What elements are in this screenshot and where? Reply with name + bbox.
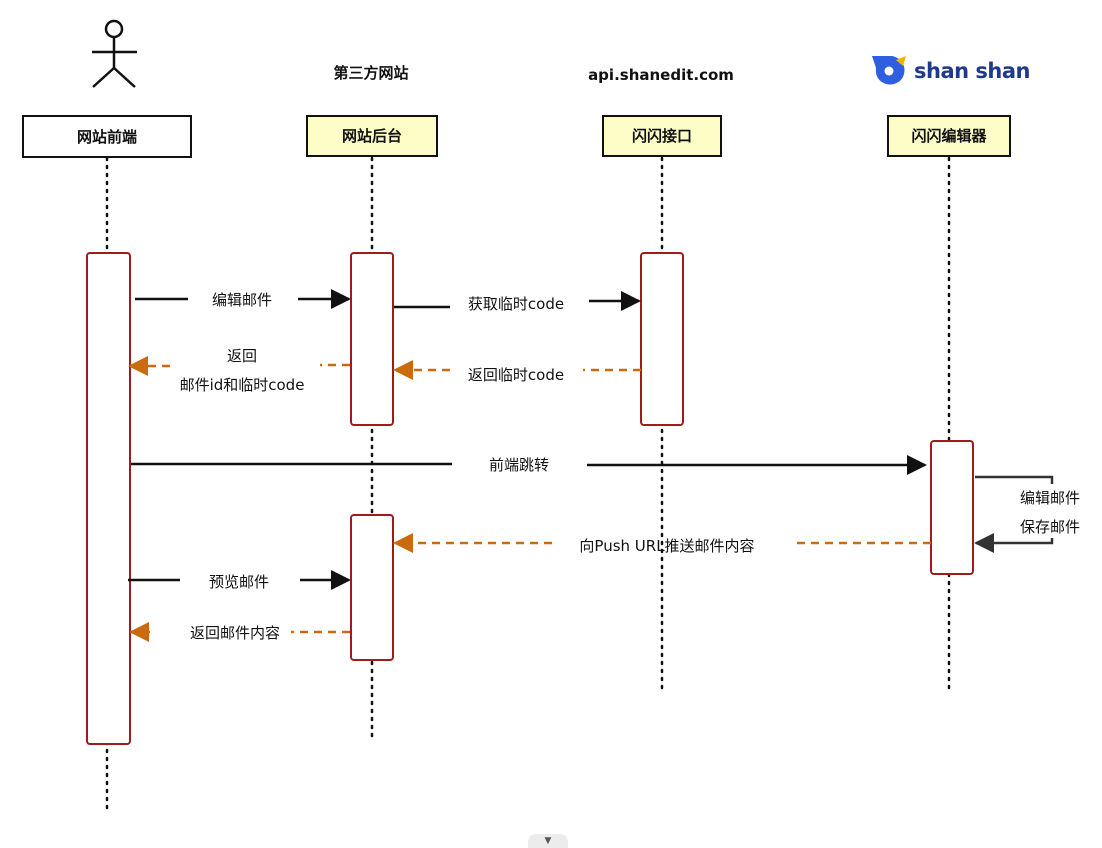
participant-backend: 网站后台 bbox=[306, 115, 438, 157]
shanshan-logo-icon bbox=[872, 56, 906, 85]
chevron-down-icon: ▼ bbox=[544, 836, 552, 846]
scroll-handle[interactable]: ▼ bbox=[528, 834, 568, 848]
participant-label-backend: 网站后台 bbox=[342, 127, 402, 145]
stick-figure-user-icon bbox=[92, 19, 137, 88]
message-return-temp-code: 返回临时code bbox=[393, 360, 641, 384]
message-get-temp-code: 获取临时code bbox=[394, 291, 641, 313]
activation-frontend bbox=[86, 252, 131, 745]
group-label-third-party: 第三方网站 bbox=[333, 64, 408, 82]
message-label: 返回临时code bbox=[468, 366, 564, 384]
message-label-line-2: 邮件id和临时code bbox=[180, 376, 305, 394]
message-label-line-2: 保存邮件 bbox=[1020, 518, 1080, 536]
message-editor-self-call: 编辑邮件 保存邮件 bbox=[974, 475, 1086, 553]
participant-editor: 闪闪编辑器 bbox=[887, 115, 1011, 157]
participant-api: 闪闪接口 bbox=[602, 115, 722, 157]
message-preview-mail: 预览邮件 bbox=[128, 570, 351, 591]
message-label: 编辑邮件 bbox=[212, 291, 272, 309]
participant-frontend: 网站前端 bbox=[22, 115, 192, 158]
activation-backend-1 bbox=[350, 252, 394, 426]
logo-text: shan shan bbox=[914, 59, 1030, 83]
participant-label-frontend: 网站前端 bbox=[77, 128, 137, 146]
activation-api bbox=[640, 252, 684, 426]
message-label: 预览邮件 bbox=[209, 573, 269, 591]
message-label-line-1: 编辑邮件 bbox=[1020, 489, 1080, 507]
group-label-api: api.shanedit.com bbox=[588, 66, 734, 84]
message-edit-mail: 编辑邮件 bbox=[135, 289, 351, 309]
message-label-line-1: 返回 bbox=[227, 347, 257, 365]
message-frontend-redirect: 前端跳转 bbox=[131, 455, 927, 475]
message-label: 前端跳转 bbox=[489, 456, 549, 474]
message-return-mail-content: 返回邮件内容 bbox=[129, 622, 350, 642]
message-label: 获取临时code bbox=[468, 295, 564, 313]
participant-label-editor: 闪闪编辑器 bbox=[911, 127, 987, 145]
message-label: 返回邮件内容 bbox=[190, 624, 280, 642]
message-push-mail-content: 向Push URL推送邮件内容 bbox=[393, 533, 931, 555]
activation-editor bbox=[930, 440, 974, 575]
message-return-mail-id-and-code: 返回 邮件id和临时code bbox=[128, 347, 350, 394]
participant-label-api: 闪闪接口 bbox=[632, 127, 692, 145]
message-label: 向Push URL推送邮件内容 bbox=[579, 537, 754, 555]
activation-backend-2 bbox=[350, 514, 394, 661]
